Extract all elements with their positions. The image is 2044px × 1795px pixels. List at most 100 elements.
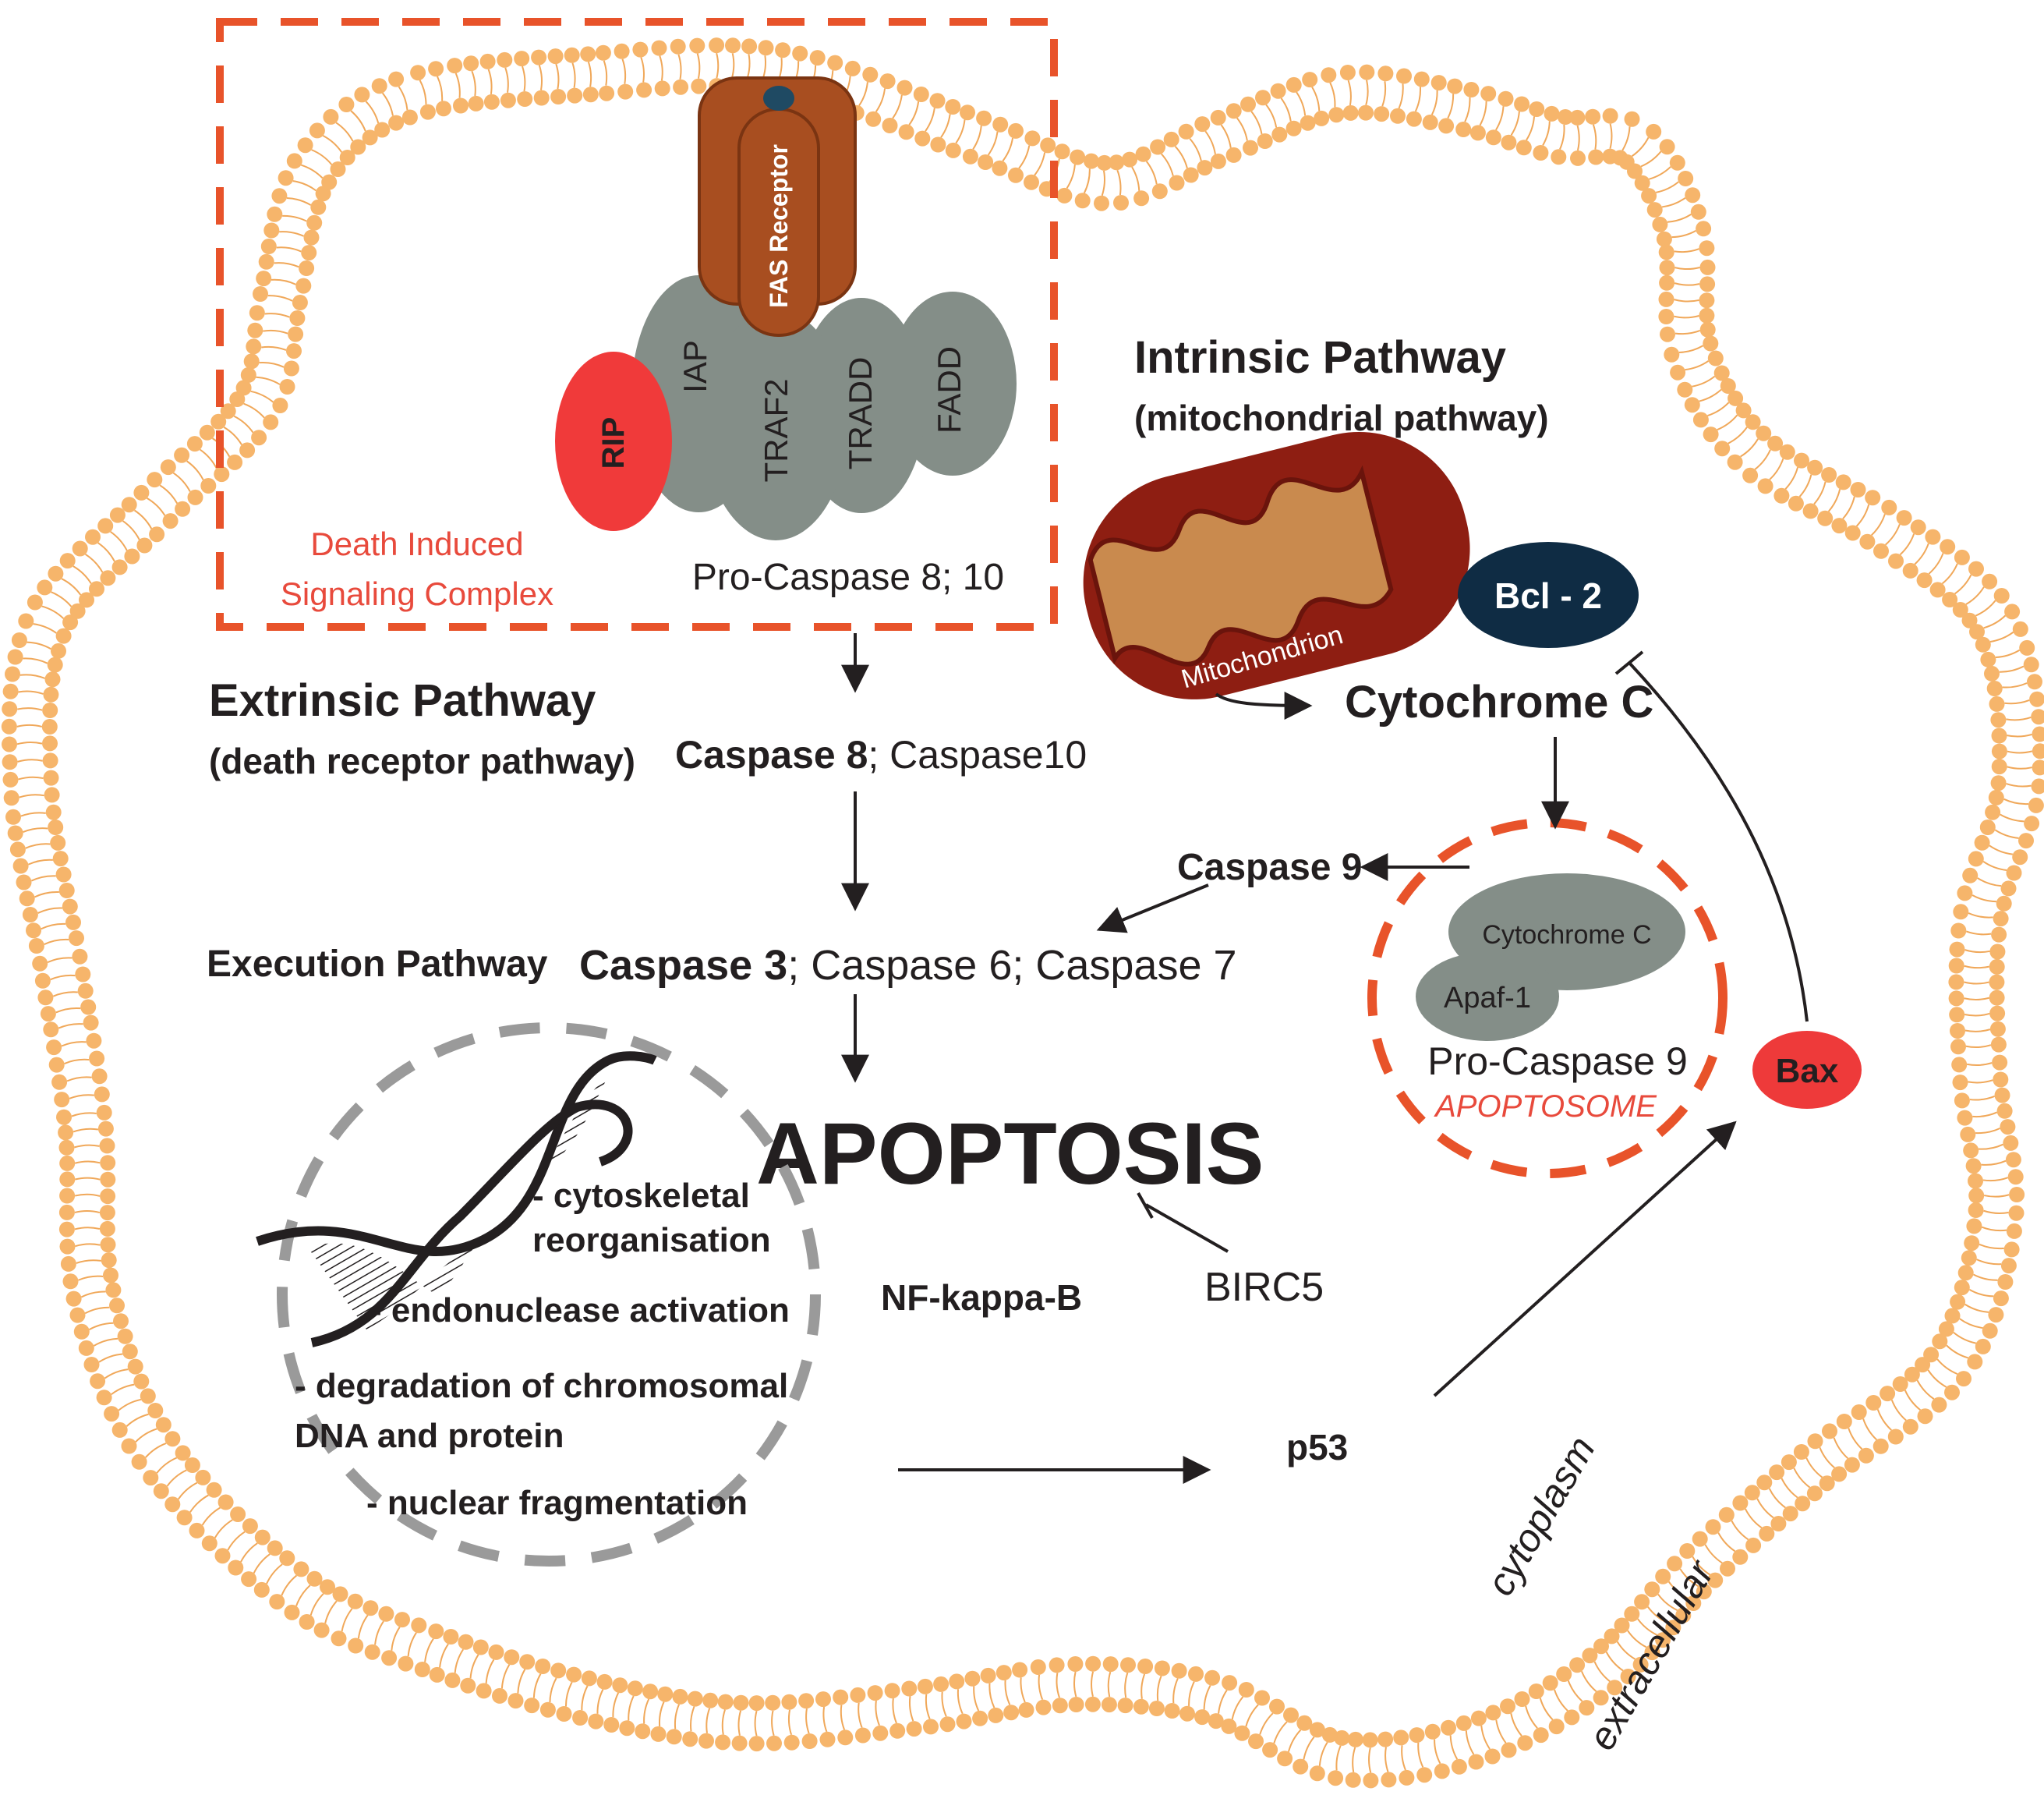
nucleus-item3-line2: DNA and protein — [295, 1417, 564, 1455]
lipid-tail — [135, 1428, 157, 1443]
lipid-head — [1990, 712, 2007, 728]
lipid-head — [1956, 1371, 1972, 1387]
lipid-head — [1441, 1719, 1456, 1736]
lipid-head — [54, 1092, 70, 1108]
lipid-tail — [350, 110, 366, 132]
lipid-tail — [730, 53, 735, 79]
lipid-head — [59, 1171, 76, 1188]
lipid-head — [94, 1086, 110, 1103]
lipid-head — [51, 1074, 68, 1090]
lipid-head — [72, 948, 88, 965]
lipid-tail — [1465, 1730, 1475, 1755]
lipid-tail — [1965, 930, 1992, 936]
cell-membrane — [1, 37, 2044, 1789]
lipid-head — [1659, 139, 1675, 155]
lipid-tail — [1833, 1437, 1849, 1460]
lipid-tail — [1539, 1698, 1554, 1721]
lipid-head — [913, 87, 929, 102]
lipid-tail — [71, 1112, 97, 1117]
lipid-head — [1133, 190, 1150, 207]
lipid-head — [1210, 109, 1226, 126]
lipid-tail — [677, 54, 682, 80]
lipid-tail — [301, 164, 324, 179]
lipid-head — [83, 1357, 100, 1372]
lipid-head — [348, 1637, 364, 1654]
lipid-tail — [424, 1637, 434, 1662]
lipid-tail — [1964, 1303, 1989, 1313]
lipid-tail — [957, 1689, 964, 1715]
lipid-tail — [1657, 1593, 1678, 1611]
lipid-head — [1646, 123, 1662, 140]
lipid-tail — [1131, 166, 1140, 191]
lipid-tail — [1218, 1689, 1228, 1714]
lipid-head — [1950, 1023, 1965, 1039]
lipid-head — [929, 93, 946, 109]
lipid-head — [564, 47, 580, 63]
lipid-head — [147, 1403, 164, 1418]
lipid-head — [1604, 1628, 1620, 1645]
lipid-head — [468, 95, 484, 112]
lipid-head — [1122, 151, 1138, 168]
lipid-tail — [1250, 111, 1263, 135]
lipid-head — [960, 104, 975, 121]
lipid-tail — [1674, 282, 1700, 286]
lipid-head — [567, 87, 583, 104]
lipid-head — [214, 466, 230, 483]
lipid-tail — [659, 55, 663, 81]
lipid-head — [1500, 1698, 1515, 1715]
lipid-tail — [27, 641, 51, 650]
lipid-head — [100, 1188, 116, 1205]
lipid-tail — [1968, 1288, 1994, 1298]
lipid-head — [556, 1706, 572, 1722]
lipid-head — [949, 1673, 965, 1690]
lipid-head — [1703, 335, 1719, 352]
lipid-head — [1929, 582, 1946, 598]
lipid-head — [865, 111, 882, 127]
lipid-head — [313, 1622, 330, 1638]
lipid-head — [1974, 834, 1990, 851]
lipid-head — [2008, 1205, 2025, 1221]
lipid-head — [350, 139, 366, 155]
lipid-tail — [1793, 1468, 1811, 1489]
lipid-tail — [1914, 543, 1929, 565]
lipid-tail — [1640, 150, 1662, 168]
lipid-head — [1950, 1294, 1966, 1310]
lipid-tail — [1542, 121, 1551, 146]
lipid-head — [819, 1731, 836, 1747]
lipid-head — [1585, 108, 1601, 125]
lipid-head — [1178, 123, 1194, 140]
lipid-head — [531, 49, 547, 65]
lipid-head — [1991, 926, 2007, 943]
lipid-head — [1151, 183, 1168, 200]
lipid-tail — [1674, 299, 1699, 303]
lipid-head — [301, 245, 317, 261]
lipid-tail — [256, 376, 281, 385]
lipid-head — [1399, 1769, 1415, 1786]
lipid-head — [429, 1666, 445, 1683]
dna-helix-icon — [256, 1051, 657, 1347]
lipid-head — [37, 579, 53, 596]
lipid-tail — [1978, 1143, 2003, 1150]
lipid-tail — [1941, 563, 1958, 585]
lipid-tail — [264, 313, 290, 318]
lipid-tail — [875, 1700, 880, 1726]
lipid-head — [1542, 1675, 1558, 1691]
apaf1-protein — [1416, 952, 1559, 1041]
lipid-head — [247, 322, 263, 338]
lipid-tail — [1969, 1095, 1995, 1101]
lipid-tail — [538, 65, 543, 90]
lipid-head — [131, 1453, 147, 1470]
lipid-tail — [381, 92, 394, 116]
lipid-head — [1501, 1742, 1517, 1758]
lipid-head — [1979, 820, 1996, 835]
lipid-tail — [555, 63, 560, 90]
execution-title: Execution Pathway — [207, 944, 548, 985]
lipid-tail — [1605, 1652, 1624, 1672]
lipid-head — [1422, 114, 1438, 130]
lipid-tail — [1989, 631, 2014, 643]
lipid-head — [371, 78, 387, 94]
fas-receptor-label: FAS Receptor — [765, 144, 793, 308]
lipid-head — [1732, 1495, 1749, 1511]
lipid-tail — [266, 1563, 283, 1584]
lipid-head — [2009, 1187, 2025, 1202]
